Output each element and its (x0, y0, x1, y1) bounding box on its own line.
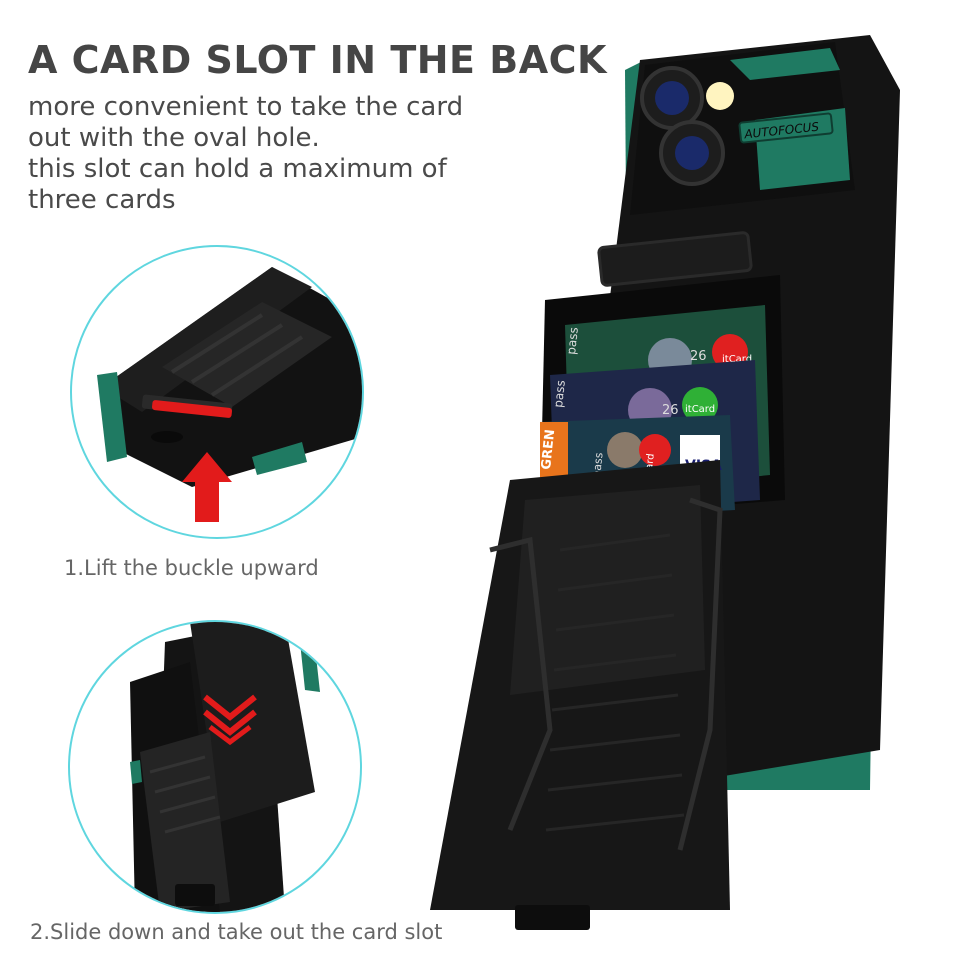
card-2-text: pass (551, 380, 568, 409)
red-up-arrow-icon (182, 452, 232, 522)
sliding-back-plate (430, 460, 730, 930)
step-1-detail-circle (70, 245, 364, 539)
card-1-brand: itCard (722, 354, 752, 365)
slide-closeup-image (130, 622, 320, 912)
description: more convenient to take the card out wit… (28, 92, 548, 216)
headline: A CARD SLOT IN THE BACK (28, 38, 607, 82)
flash-icon (706, 82, 734, 110)
step-2-detail-circle (68, 620, 362, 914)
step-2-label: 2.Slide down and take out the card slot (30, 920, 443, 944)
card-2-number: 26 (662, 403, 679, 418)
phone-case-illustration: AUTOFOCUS pass 26 itCard pass 26 itCard (400, 30, 920, 950)
description-line-2: out with the oval hole. (28, 123, 320, 153)
camera-module: AUTOFOCUS (630, 42, 855, 215)
kickstand (597, 231, 753, 287)
description-line-3: this slot can hold a maximum of (28, 154, 447, 184)
card-2-brand: itCard (685, 404, 715, 415)
card-1-number: 26 (690, 349, 707, 364)
red-chevron-down-icon (203, 694, 257, 746)
slide-tab (515, 905, 590, 930)
description-line-4: three cards (28, 185, 176, 215)
description-line-1: more convenient to take the card (28, 92, 464, 122)
card-1-text: pass (564, 327, 581, 356)
step-1-label: 1.Lift the buckle upward (64, 556, 319, 580)
buckle-closeup-image (97, 267, 362, 522)
card-3-text: GREN (539, 429, 558, 471)
